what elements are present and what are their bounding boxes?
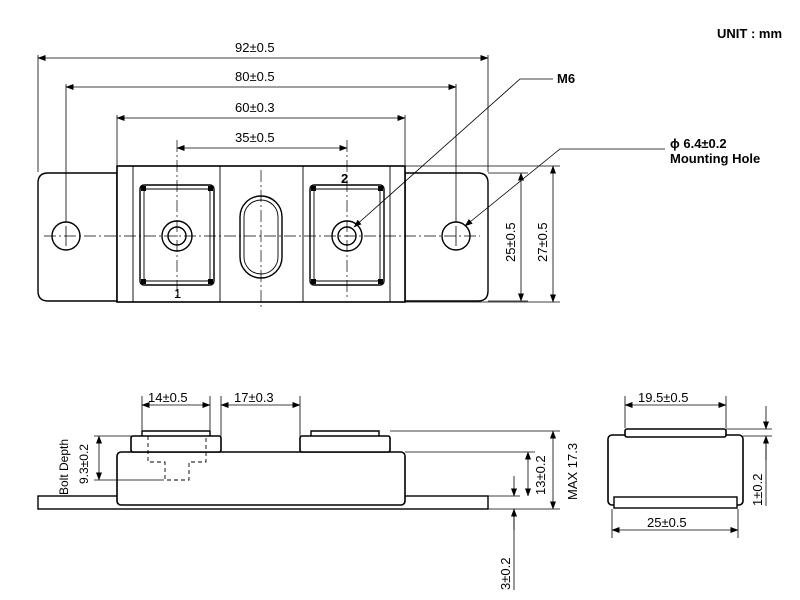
hole-label-2: Mounting Hole <box>670 151 760 166</box>
bolt-depth-value: 9.3±0.2 <box>77 444 91 484</box>
dim-terminal-spacing-label: 35±0.5 <box>235 130 275 145</box>
dim-hole-spacing-label: 80±0.5 <box>235 69 275 84</box>
dim-plate-height-label: 27±0.5 <box>535 222 550 262</box>
side-terminal-1 <box>130 435 222 453</box>
plate-left <box>37 172 118 302</box>
leader-m6 <box>353 78 553 228</box>
end-terminal-width-label: 19.5±0.5 <box>638 390 689 405</box>
terminal-1-label: 1 <box>174 286 181 301</box>
side-body <box>116 451 406 506</box>
dim-plate-thickness-label: 3±0.2 <box>498 558 513 590</box>
dim-body-label: 60±0.3 <box>235 100 275 115</box>
end-plate <box>613 496 738 509</box>
dim-body-height-label: 25±0.5 <box>503 222 518 262</box>
dim-terminal-width-label: 14±0.5 <box>148 390 188 405</box>
dim-max-height-label: MAX 17.3 <box>565 443 580 500</box>
side-view: 14±0.5 17±0.3 Bolt Depth 9.3±0.2 13±0.2 … <box>37 390 580 590</box>
plate-right <box>404 172 489 302</box>
end-width-label: 25±0.5 <box>647 515 687 530</box>
end-terminal <box>624 428 727 438</box>
thread-label: M6 <box>557 71 575 86</box>
end-body <box>607 434 744 506</box>
dim-overall-label: 92±0.5 <box>235 40 275 55</box>
top-view: 1 2 92±0.5 80±0.5 60±0.3 35±0.5 M6 ϕ 6.4… <box>37 40 760 310</box>
bolt-depth-label: Bolt Depth <box>57 439 71 495</box>
side-terminal-2 <box>299 435 391 453</box>
unit-note: UNIT : mm <box>717 26 782 41</box>
hole-label-1: ϕ 6.4±0.2 <box>670 136 727 151</box>
dim-terminal-gap-label: 17±0.3 <box>234 390 274 405</box>
leader-mounting-hole <box>464 148 665 227</box>
end-view: 19.5±0.5 25±0.5 1±0.2 <box>607 390 772 538</box>
terminal-2-label: 2 <box>341 171 348 186</box>
dim-body-thickness-label: 13±0.2 <box>533 455 548 495</box>
end-step-label: 1±0.2 <box>750 474 765 506</box>
